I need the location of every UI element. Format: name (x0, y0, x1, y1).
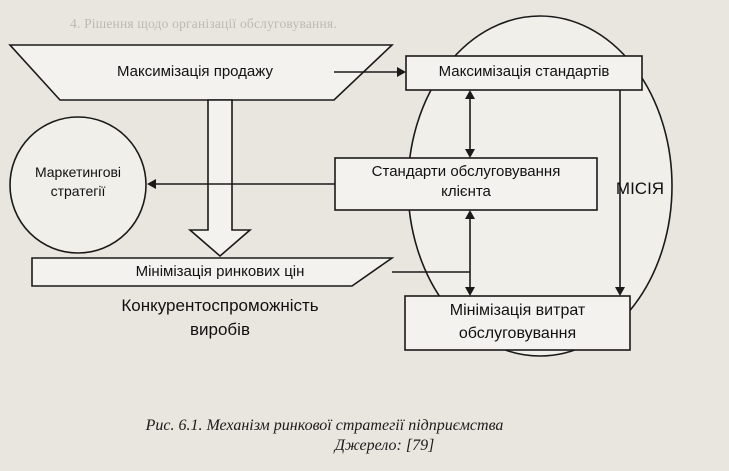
client-standards-line1: Стандарти обслуговування (371, 163, 561, 180)
mission-label: МІСІЯ (615, 179, 665, 198)
client-standards-box (334, 157, 598, 211)
down-arrow (187, 99, 253, 258)
arrowhead-up-standards (465, 90, 475, 99)
sales-max-label: Максимізація продажу (117, 63, 273, 80)
marketing-label-line1: Маркетингові (34, 164, 122, 180)
arrowhead-marketing (147, 179, 156, 189)
background-text-line: 4. Рішення щодо організації обслуговуван… (70, 16, 337, 31)
client-standards-line2: клієнта (441, 183, 491, 200)
standards-max-box (405, 55, 643, 91)
figure-caption: Рис. 6.1. Механізм ринкової стратегії пі… (145, 417, 504, 434)
cost-min-box (404, 295, 631, 351)
standards-max-label: Максимізація стандартів (438, 63, 610, 80)
arrowhead-down-cost (465, 287, 475, 296)
cost-min-line1: Мінімізація витрат (449, 302, 586, 319)
arrowhead-down-client (465, 149, 475, 158)
marketing-label-line2: стратегії (50, 183, 106, 199)
figure-source: Джерело: [79] (334, 437, 435, 454)
cost-min-line2: обслуговування (458, 325, 577, 342)
arrowhead-up-client (465, 210, 475, 219)
marketing-circle (9, 116, 147, 254)
competitiveness-line1: Конкурентоспроможність (121, 296, 319, 315)
sales-max-shape (8, 44, 395, 101)
price-min-shape (31, 257, 395, 287)
arrowhead-standards (397, 67, 406, 77)
price-min-label: Мінімізація ринкових цін (135, 263, 305, 280)
arrowhead-side (615, 287, 625, 296)
competitiveness-line2: виробів (190, 320, 250, 339)
